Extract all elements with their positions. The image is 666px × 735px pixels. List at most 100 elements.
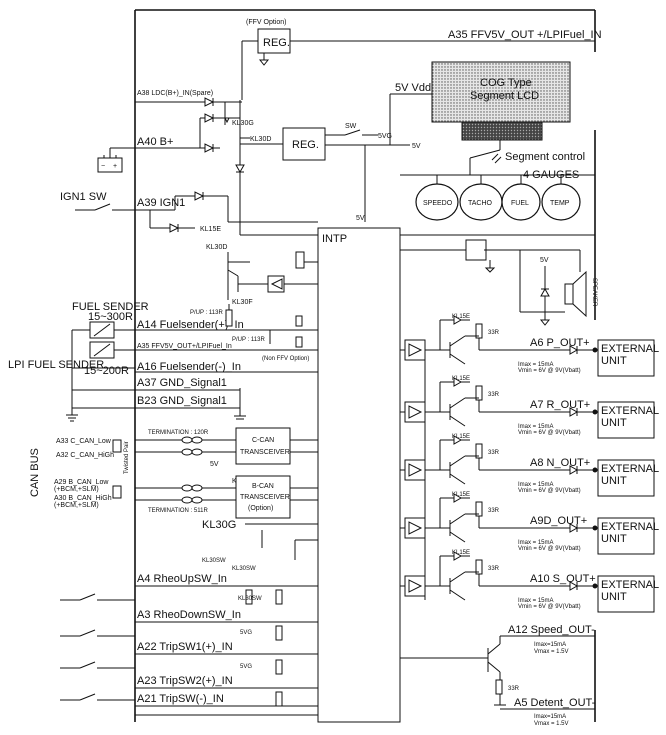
a39-label: A39 IGN1 <box>137 197 185 209</box>
a23-label: A23 TripSW2(+)_IN <box>137 675 233 687</box>
fuel-sender-label: FUEL SENDER <box>72 301 149 313</box>
gauge-speedo-label: SPEEDO <box>423 200 453 207</box>
kl30sw1-label: KL30SW <box>202 558 226 564</box>
kl30d-power-label: KL30D <box>250 136 271 143</box>
a5-imax: Imax=15mA <box>534 714 566 720</box>
output-5-vmin: Vmin = 6V @ 9V(Vbatt) <box>518 604 581 610</box>
gauges: 4 GAUGES SPEEDO TACHO FUEL TEMP <box>400 169 595 221</box>
kl30sw3-label: KL30SW <box>238 596 262 602</box>
a29-sub-label: (+BCM,+SLM) <box>54 486 99 493</box>
lcd-line2: Segment LCD <box>470 90 539 102</box>
output-5-ext-label1: EXTERNAL <box>601 579 659 591</box>
5v-power-label: 5V <box>412 143 421 150</box>
output-2-imax: Imax = 15mA <box>518 424 554 430</box>
output-5-r33: 33R <box>488 566 500 572</box>
a40-label: A40 B+ <box>137 136 173 148</box>
output-4-ext-label1: EXTERNAL <box>601 521 659 533</box>
sw-label: SW <box>345 123 357 130</box>
output-1-vmin: Vmin = 6V @ 9V(Vbatt) <box>518 368 581 374</box>
output-1-r33: 33R <box>488 330 500 336</box>
reg-top-label: REG. <box>263 37 290 49</box>
bcan-label1: B-CAN <box>252 483 274 490</box>
5vdd-label: 5V Vdd <box>395 82 431 94</box>
a5-label: A5 Detent_OUT- <box>514 697 596 709</box>
a14-label: A14 Fuelsender(+)_In <box>137 319 244 331</box>
output-4-pin-label: A9D_OUT+ <box>530 515 587 527</box>
output-5-imax: Imax = 15mA <box>518 598 554 604</box>
5vg-label: 5VG <box>378 133 392 140</box>
a30-sub-label: (+BCM,+SLM) <box>54 502 99 509</box>
a12-label: A12 Speed_OUT- <box>508 624 595 636</box>
reg-mid-box <box>282 127 326 161</box>
bcan-label3: (Option) <box>248 505 273 512</box>
a35-top-label: A35 FFV5V_OUT +/LPIFuel_IN <box>448 29 602 41</box>
ign1sw-label: IGN1 SW <box>60 191 107 203</box>
output-3-ext-label1: EXTERNAL <box>601 463 659 475</box>
segment-control-label: Segment control <box>505 151 585 163</box>
a35-fuel-label: A35 FFV5V_OUT+/LPIFuel_In <box>137 343 232 350</box>
a30-label: A30 B_CAN_HiGh <box>54 495 112 502</box>
output-3-pin-label: A8 N_OUT+ <box>530 457 590 469</box>
a3-label: A3 RheoDownSW_In <box>137 609 241 621</box>
output-1-imax: Imax = 15mA <box>518 362 554 368</box>
5vg2-label: 5VG <box>240 664 252 670</box>
output-4-vmin: Vmin = 6V @ 9V(Vbatt) <box>518 546 581 552</box>
output-3-ext-label2: UNIT <box>601 475 627 487</box>
ffv-regulator: (FFV Option) REG. A35 FFV5V_OUT +/LPIFue… <box>241 19 602 100</box>
a22-label: A22 TripSW1(+)_IN <box>137 641 233 653</box>
lcd-block: COG Type Segment LCD Segment control <box>431 61 585 175</box>
kl15e-power-label: KL15E <box>200 226 221 233</box>
output-3-r33: 33R <box>488 450 500 456</box>
output-3-external-unit <box>597 459 655 497</box>
a38-label: A38 LDC(B+)_IN(Spare) <box>137 90 213 97</box>
reg-mid-label: REG. <box>292 139 319 151</box>
a33-label: A33 C_CAN_Low <box>56 438 112 445</box>
lcd-display <box>431 61 571 123</box>
output-4-terminal <box>592 525 598 531</box>
lower-inputs: KL30G KL30SW KL30SW A4 RheoUpSW_In KL30S… <box>60 519 318 716</box>
can-section: CAN BUS A33 C_CAN_Low A32 C_CAN_HiGh A29… <box>29 427 318 519</box>
pup2-label: P/UP : 113R <box>232 337 265 343</box>
a12-imax: Imax=15mA <box>534 642 566 648</box>
output-1-external-unit <box>597 339 655 377</box>
output-1-ext-label2: UNIT <box>601 355 627 367</box>
output-1-kl15e: KL15E <box>452 314 470 320</box>
can-bus-label: CAN BUS <box>29 448 41 497</box>
ground-section: A37 GND_Signal1 B23 GND_Signal1 <box>66 377 246 422</box>
kl30d-fuel-label: KL30D <box>206 244 227 251</box>
power-section: A38 LDC(B+)_IN(Spare) KL30G A40 B+ KL30D… <box>60 82 432 236</box>
svg-text:−: − <box>101 163 105 170</box>
output-5-ext-label2: UNIT <box>601 591 627 603</box>
output-2-ext-label1: EXTERNAL <box>601 405 659 417</box>
lcd-line1: COG Type <box>480 77 532 89</box>
r33-bottom-label: 33R <box>508 686 520 692</box>
kl30g-label: KL30G <box>232 120 254 127</box>
a21-label: A21 TripSW(-)_IN <box>137 693 224 705</box>
term1-label: TERMINATION : 120R <box>148 430 209 436</box>
twisted-pair-label: Twisted Pair <box>124 441 130 474</box>
output-3-terminal <box>592 467 598 473</box>
output-4-kl15e: KL15E <box>452 492 470 498</box>
speaker-icon <box>564 283 574 305</box>
output-2-ext-label2: UNIT <box>601 417 627 429</box>
output-1-ext-label1: EXTERNAL <box>601 343 659 355</box>
module-frame <box>134 9 596 722</box>
output-5-kl15e: KL15E <box>452 550 470 556</box>
output-1-pin-label: A6 P_OUT+ <box>530 337 590 349</box>
output-3-vmin: Vmin = 6V @ 9V(Vbatt) <box>518 488 581 494</box>
output-1-terminal <box>592 347 598 353</box>
kl30f-label: KL30F <box>232 299 253 306</box>
output-2-terminal <box>592 409 598 415</box>
a12-vmax: Vmax = 1.5V <box>534 649 569 655</box>
output-4-r33: 33R <box>488 508 500 514</box>
ccan-label1: C-CAN <box>252 437 274 444</box>
svg-text:+: + <box>113 163 117 170</box>
bcan-label2: TRANSCEIVER <box>240 494 290 501</box>
ccan-transceiver <box>235 427 291 465</box>
5v-intp-label: 5V <box>356 215 365 222</box>
output-3-kl15e: KL15E <box>452 434 470 440</box>
output-2-external-unit <box>597 401 655 439</box>
output-2-kl15e: KL15E <box>452 376 470 382</box>
output-4-ext-label2: UNIT <box>601 533 627 545</box>
